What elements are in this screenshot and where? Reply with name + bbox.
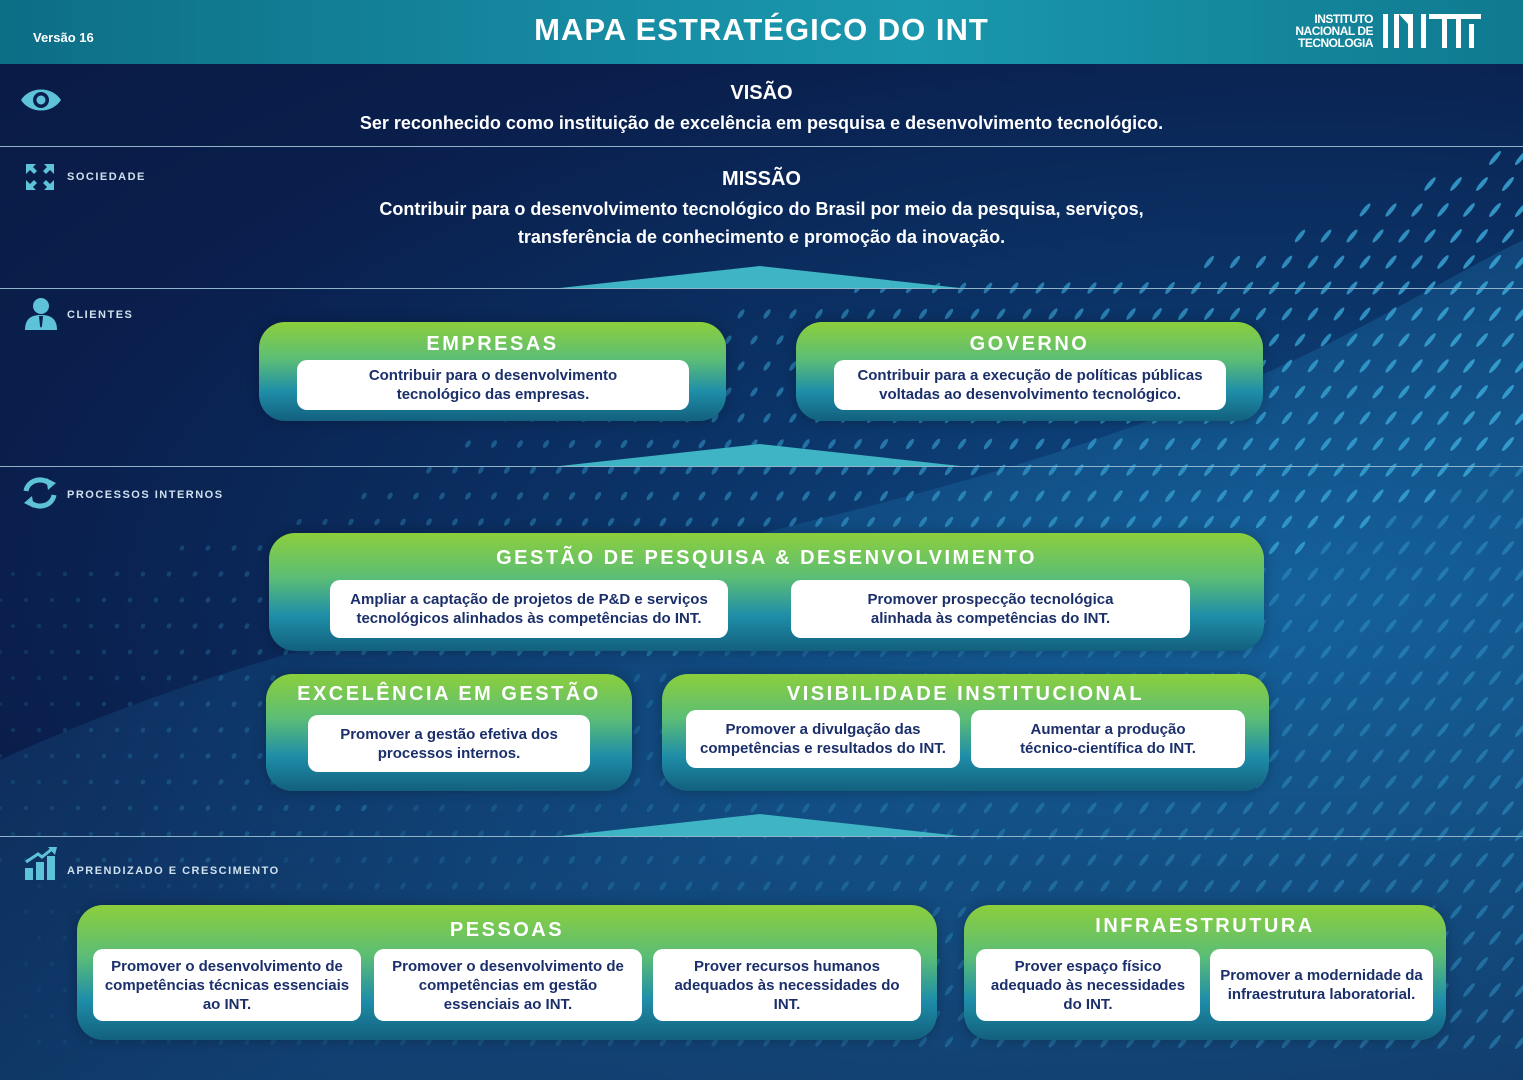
expand-arrows-icon — [26, 164, 54, 190]
divider — [0, 146, 1523, 147]
missao-line-1: Contribuir para o desenvolvimento tecnol… — [379, 199, 1144, 219]
infra-objective-card-1: Prover espaço físico adequado às necessi… — [976, 949, 1200, 1021]
version-label: Versão 16 — [33, 30, 94, 45]
section-label-aprendizado: APRENDIZADO E CRESCIMENTO — [67, 865, 280, 877]
header-bar: Versão 16 MAPA ESTRATÉGICO DO INT INSTIT… — [0, 0, 1523, 64]
pessoas-objective-card-1: Promover o desenvolvimento de competênci… — [93, 949, 361, 1021]
section-label-sociedade: SOCIEDADE — [67, 171, 146, 183]
arrow-up-connector — [560, 814, 960, 836]
divider — [0, 466, 1523, 467]
growth-chart-icon — [25, 847, 57, 880]
pd-title: GESTÃO DE PESQUISA & DESENVOLVIMENTO — [496, 547, 1037, 569]
visao-text: Ser reconhecido como instituição de exce… — [359, 113, 1164, 133]
missao-line-2: transferência de conhecimento e promoção… — [517, 227, 1006, 247]
pessoas-objective-card-3: Prover recursos humanos adequados às nec… — [653, 949, 921, 1021]
empresas-title: EMPRESAS — [426, 333, 559, 355]
excelencia-box: EXCELÊNCIA EM GESTÃO Promover a gestão e… — [266, 674, 632, 791]
section-label-clientes: CLIENTES — [67, 309, 134, 321]
visibilidade-title: VISIBILIDADE INSTITUCIONAL — [786, 683, 1145, 705]
section-label-processos: PROCESSOS INTERNOS — [67, 489, 224, 501]
infraestrutura-title: INFRAESTRUTURA — [1095, 915, 1315, 937]
governo-title: GOVERNO — [969, 333, 1090, 355]
pd-box: GESTÃO DE PESQUISA & DESENVOLVIMENTO Amp… — [269, 533, 1264, 651]
arrow-up-connector — [560, 444, 960, 466]
pessoas-box: PESSOAS Promover o desenvolvimento de co… — [77, 905, 937, 1040]
excelencia-title: EXCELÊNCIA EM GESTÃO — [297, 683, 601, 705]
visibilidade-objective-card-1: Promover a divulgação das competências e… — [686, 710, 960, 768]
int-logo: INSTITUTO NACIONAL DE TECNOLOGIA — [1295, 12, 1485, 50]
page-title: MAPA ESTRATÉGICO DO INT — [534, 12, 989, 47]
user-icon — [25, 298, 57, 330]
governo-box: GOVERNO Contribuir para a execução de po… — [796, 322, 1263, 421]
divider — [0, 288, 1523, 289]
infra-objective-card-2: Promover a modernidade da infraestrutura… — [1210, 949, 1433, 1021]
visao-title: VISÃO — [730, 82, 793, 104]
pd-objective-card-1: Ampliar a captação de projetos de P&D e … — [330, 580, 728, 638]
eye-icon — [21, 89, 61, 111]
missao-title: MISSÃO — [722, 168, 801, 190]
refresh-cycle-icon — [23, 477, 57, 509]
divider — [0, 836, 1523, 837]
pessoas-objective-card-2: Promover o desenvolvimento de competênci… — [374, 949, 642, 1021]
empresas-objective-card: Contribuir para o desenvolvimento tecnol… — [297, 360, 689, 410]
pd-objective-card-2: Promover prospecção tecnológica alinhada… — [791, 580, 1190, 638]
arrow-up-connector — [560, 266, 960, 288]
empresas-box: EMPRESAS Contribuir para o desenvolvimen… — [259, 322, 726, 421]
governo-objective-card: Contribuir para a execução de políticas … — [834, 360, 1226, 410]
visibilidade-objective-card-2: Aumentar a produção técnico-científica d… — [971, 710, 1245, 768]
excelencia-objective-card: Promover a gestão efetiva dos processos … — [308, 715, 590, 772]
pessoas-title: PESSOAS — [449, 919, 565, 941]
logo-text: INSTITUTO NACIONAL DE TECNOLOGIA — [1295, 12, 1373, 50]
int-logo-mark — [1383, 14, 1481, 48]
infraestrutura-box: INFRAESTRUTURA Prover espaço físico adeq… — [964, 905, 1446, 1040]
visibilidade-box: VISIBILIDADE INSTITUCIONAL Promover a di… — [662, 674, 1269, 791]
